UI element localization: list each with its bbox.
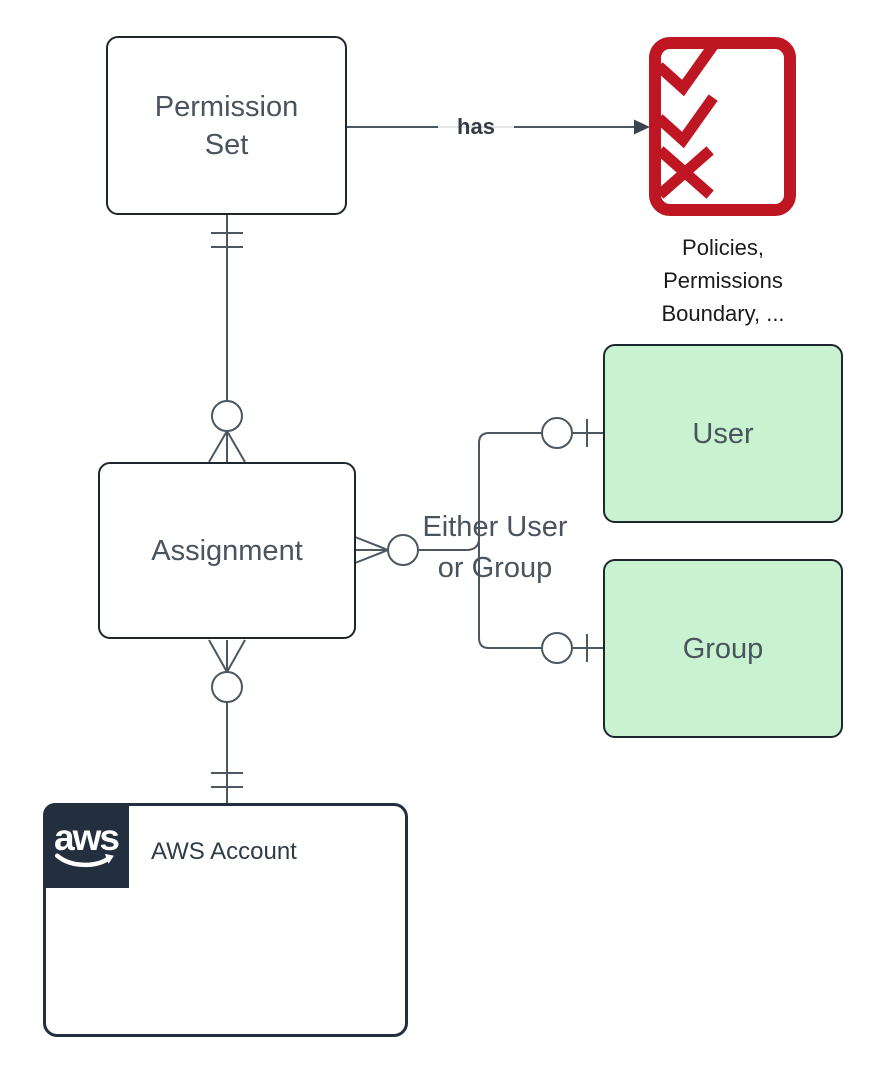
edge-assignment-user-group — [354, 417, 603, 664]
cardinality-one-ticks — [211, 772, 243, 788]
cardinality-many-crows-foot — [208, 430, 246, 463]
has-edge-label: has — [438, 113, 514, 140]
cardinality-zero-circle — [211, 671, 243, 703]
check-icon — [655, 42, 718, 97]
caption-line: Permissions — [663, 268, 783, 293]
cardinality-zero-circle — [387, 534, 419, 566]
label-line: or Group — [437, 552, 553, 584]
node-assignment[interactable]: Assignment — [98, 462, 356, 639]
caption-line: Policies, — [682, 235, 764, 260]
checklist-caption: Policies, Permissions Boundary, ... — [635, 231, 811, 330]
fork-bracket — [478, 432, 542, 649]
label-line: Either User — [422, 511, 568, 543]
edge-assignment-account — [208, 639, 246, 803]
node-label: Assignment — [151, 534, 303, 567]
node-user[interactable]: User — [603, 344, 843, 523]
node-label: AWS Account — [151, 838, 297, 865]
cardinality-zero-circle — [541, 632, 573, 664]
either-user-or-group-label: Either User or Group — [389, 507, 601, 589]
edge-permission-set-assignment — [208, 215, 246, 463]
cardinality-many-crows-foot — [354, 536, 389, 564]
check-icon — [655, 94, 718, 149]
caption-line: Boundary, ... — [661, 301, 785, 326]
node-group[interactable]: Group — [603, 559, 843, 738]
cardinality-many-crows-foot — [208, 639, 246, 673]
aws-logo-text: aws — [54, 816, 120, 858]
x-mark-icon — [656, 146, 714, 199]
aws-logo-badge: aws — [43, 803, 129, 888]
node-permission-set[interactable]: Permission Set — [106, 36, 347, 215]
checklist-icon — [649, 37, 796, 216]
cardinality-one-ticks — [211, 232, 243, 248]
node-label: User — [692, 417, 754, 450]
node-label: Group — [682, 632, 764, 665]
arrowhead-icon — [634, 119, 650, 135]
node-label: Permission Set — [154, 90, 299, 161]
node-aws-account[interactable]: aws AWS Account — [43, 803, 408, 1037]
aws-smile-icon — [54, 852, 114, 867]
cardinality-zero-circle — [541, 417, 573, 449]
cardinality-zero-circle — [211, 400, 243, 432]
